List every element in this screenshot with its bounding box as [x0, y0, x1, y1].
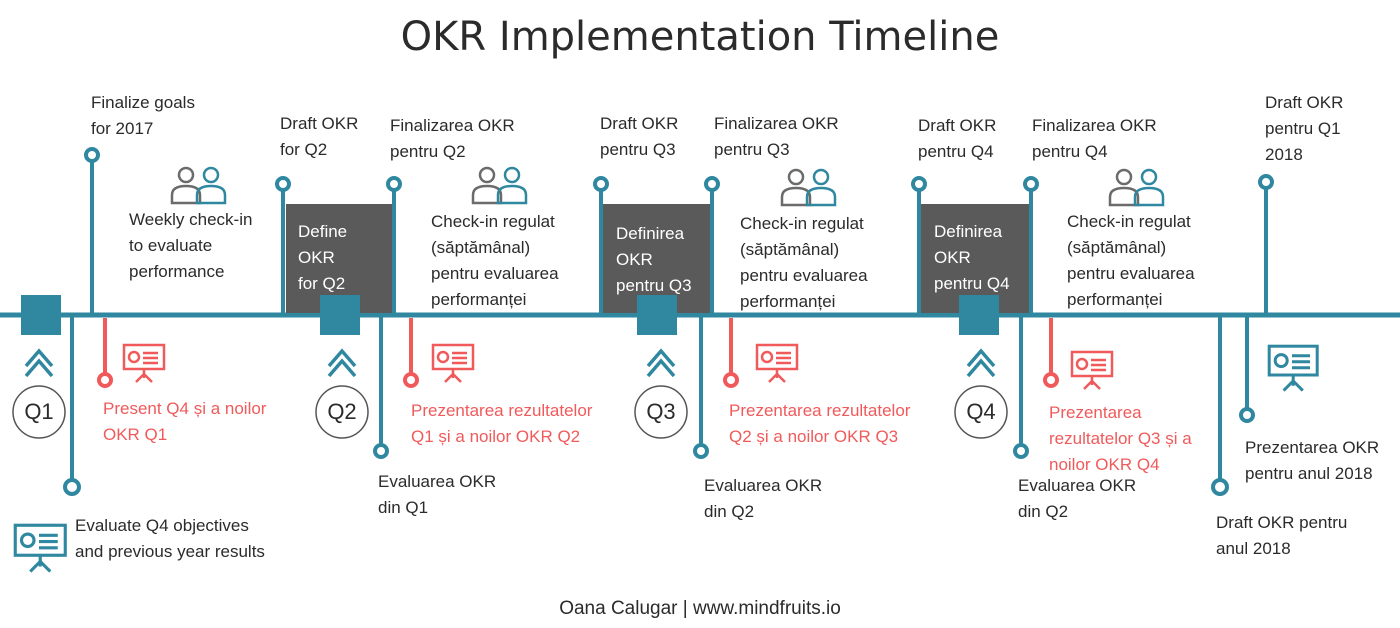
quarter-label-q4: Q4: [966, 399, 996, 424]
people-icon: [471, 166, 528, 205]
top-stem-marker: [1258, 174, 1274, 190]
chevron-up-icon: [646, 348, 676, 378]
quarter-circle-q2: [315, 385, 369, 439]
define-box-label: Definirea OKR pentru Q3: [616, 224, 692, 295]
top-stem-marker: [593, 176, 609, 192]
presentation-board-icon: [431, 343, 475, 384]
top-milestone-label: Draft OKR pentru Q4: [918, 116, 997, 161]
top-stem-marker: [704, 176, 720, 192]
top-milestone-label: Draft OKR pentru Q3: [600, 114, 679, 159]
checkin-label: Check-in regulat (săptămânal) pentru eva…: [740, 214, 868, 311]
presentation-board-icon: [122, 343, 166, 384]
presentation-board-icon: [755, 343, 799, 384]
presentation-stem-marker: [403, 372, 419, 388]
quarter-label-q3: Q3: [646, 399, 676, 424]
bottom-stem-marker: [1013, 443, 1029, 459]
quarter-label-q1: Q1: [24, 399, 54, 424]
presentation-board-icon: [13, 523, 67, 574]
quarter-marker-q1: [21, 295, 61, 335]
presentation-label: Prezentarea rezultatelor Q1 și a noilor …: [411, 401, 593, 446]
top-milestone-label: Finalizarea OKR pentru Q2: [390, 116, 515, 161]
bottom-stem-marker: [1239, 407, 1255, 423]
define-box-q3: [603, 204, 710, 313]
bottom-stem-marker: [373, 443, 389, 459]
presentation-stem-marker: [1043, 372, 1059, 388]
checkin-label: Weekly check-in to evaluate performance: [129, 210, 253, 281]
bottom-milestone-label: Draft OKR pentru anul 2018: [1216, 513, 1348, 558]
define-box-label: Define OKR for Q2: [298, 222, 348, 293]
quarter-circle-q1: [12, 385, 66, 439]
people-icon: [170, 166, 227, 205]
bottom-stem-marker: [63, 478, 81, 496]
quarter-circle-q3: [634, 385, 688, 439]
top-stem-marker: [386, 176, 402, 192]
top-milestone-label: Finalizarea OKR pentru Q3: [714, 114, 839, 159]
quarter-marker-q4: [959, 295, 999, 335]
top-milestone-label: Draft OKR for Q2: [280, 114, 359, 159]
top-milestone-label: Finalizarea OKR pentru Q4: [1032, 116, 1157, 161]
top-milestone-label: Draft OKR pentru Q1 2018: [1265, 93, 1344, 164]
define-box-q4: [921, 204, 1031, 313]
top-stem-marker: [84, 147, 100, 163]
presentation-stem-marker: [723, 372, 739, 388]
bottom-milestone-label: Evaluate Q4 objectives and previous year…: [75, 516, 265, 561]
presentation-label: Prezentarea rezultatelor Q2 și a noilor …: [729, 401, 911, 446]
quarter-label-q2: Q2: [327, 399, 357, 424]
presentation-label: Present Q4 și a noilor OKR Q1: [103, 399, 267, 444]
bottom-milestone-label: Evaluarea OKR din Q2: [704, 476, 823, 521]
chevron-up-icon: [327, 348, 357, 378]
presentation-stem-marker: [97, 372, 113, 388]
quarter-marker-q2: [320, 295, 360, 335]
chevron-up-icon: [24, 348, 54, 378]
presentation-label: Prezentarea rezultatelor Q3 și a noilor …: [1049, 403, 1192, 474]
bottom-milestone-label: Evaluarea OKR din Q1: [378, 472, 497, 517]
chevron-up-icon: [966, 348, 996, 378]
quarter-circle-q4: [954, 385, 1008, 439]
define-box-q2: [286, 204, 392, 313]
define-box-label: Definirea OKR pentru Q4: [934, 222, 1010, 293]
people-icon: [780, 168, 837, 207]
top-milestone-label: Finalize goals for 2017: [91, 93, 195, 138]
page-title: OKR Implementation Timeline: [400, 14, 1000, 60]
top-stem-marker: [911, 176, 927, 192]
checkin-label: Check-in regulat (săptămânal) pentru eva…: [431, 212, 559, 309]
top-stem-marker: [275, 176, 291, 192]
footer-credit: Oana Calugar | www.mindfruits.io: [559, 598, 841, 619]
top-stem-marker: [1023, 176, 1039, 192]
quarter-marker-q3: [637, 295, 677, 335]
bottom-milestone-label: Prezentarea OKR pentru anul 2018: [1245, 438, 1380, 483]
people-icon: [1108, 168, 1165, 207]
bottom-milestone-label: Evaluarea OKR din Q2: [1018, 476, 1137, 521]
bottom-stem-marker: [1211, 478, 1229, 496]
presentation-board-icon: [1070, 350, 1114, 391]
checkin-label: Check-in regulat (săptămânal) pentru eva…: [1067, 212, 1195, 309]
bottom-stem-marker: [693, 443, 709, 459]
presentation-board-icon: [1267, 344, 1319, 393]
